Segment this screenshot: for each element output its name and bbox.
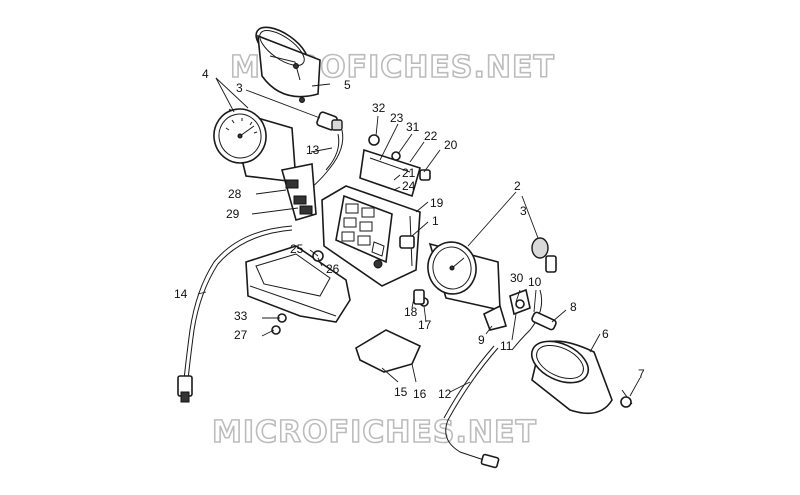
callout-8: 8 [570,300,577,314]
part-28-29-bracket [280,163,317,222]
callout-1: 1 [432,214,439,228]
callout-7: 7 [638,367,645,381]
callout-25: 25 [290,242,304,256]
part-8-11-mounts [482,288,557,351]
callout-18: 18 [404,305,418,319]
callout-26: 26 [326,262,340,276]
callout-16: 16 [413,387,427,401]
part-3-left-bulb [316,111,343,131]
callouts: 4 3 5 32 23 31 22 20 13 21 24 28 19 29 1… [174,67,645,401]
part-7-screw [620,389,633,408]
callout-13: 13 [306,143,320,157]
callout-19: 19 [430,196,444,210]
part-6-speedometer-cup [530,340,613,415]
callout-9: 9 [478,333,485,347]
leader-lines [197,77,641,397]
callout-12: 12 [438,387,452,401]
part-14-tacho-cable [177,225,293,403]
callout-3-right: 3 [520,204,527,218]
callout-23: 23 [390,111,404,125]
callout-20: 20 [444,138,458,152]
part-3-right-bulb [531,237,557,273]
part-12-speedo-cable [443,345,500,469]
part-2-speedometer [427,241,501,312]
callout-33: 33 [234,309,248,323]
part-20-24-top-bracket [359,134,431,198]
part-19-instrument-panel [321,185,421,287]
callout-30: 30 [510,271,524,285]
callout-31: 31 [406,120,420,134]
callout-32: 32 [372,101,386,115]
callout-14: 14 [174,287,188,301]
callout-22: 22 [424,129,438,143]
part-lower-cover [245,245,351,335]
callout-2: 2 [514,179,521,193]
callout-15: 15 [394,385,408,399]
callout-28: 28 [228,187,242,201]
watermark-bottom: MICROFICHES.NET [212,415,537,450]
callout-4: 4 [202,67,209,81]
part-4-tachometer [213,108,297,183]
callout-29: 29 [226,207,240,221]
part-1-connector [399,235,415,249]
callout-17: 17 [418,318,432,332]
callout-5: 5 [344,78,351,92]
callout-27: 27 [234,328,248,342]
part-5-tachometer-cup [255,26,321,103]
callout-21: 21 [402,166,416,180]
callout-6: 6 [602,327,609,341]
callout-24: 24 [402,179,416,193]
callout-3-left: 3 [236,81,243,95]
callout-10: 10 [528,275,542,289]
callout-11: 11 [500,339,513,353]
